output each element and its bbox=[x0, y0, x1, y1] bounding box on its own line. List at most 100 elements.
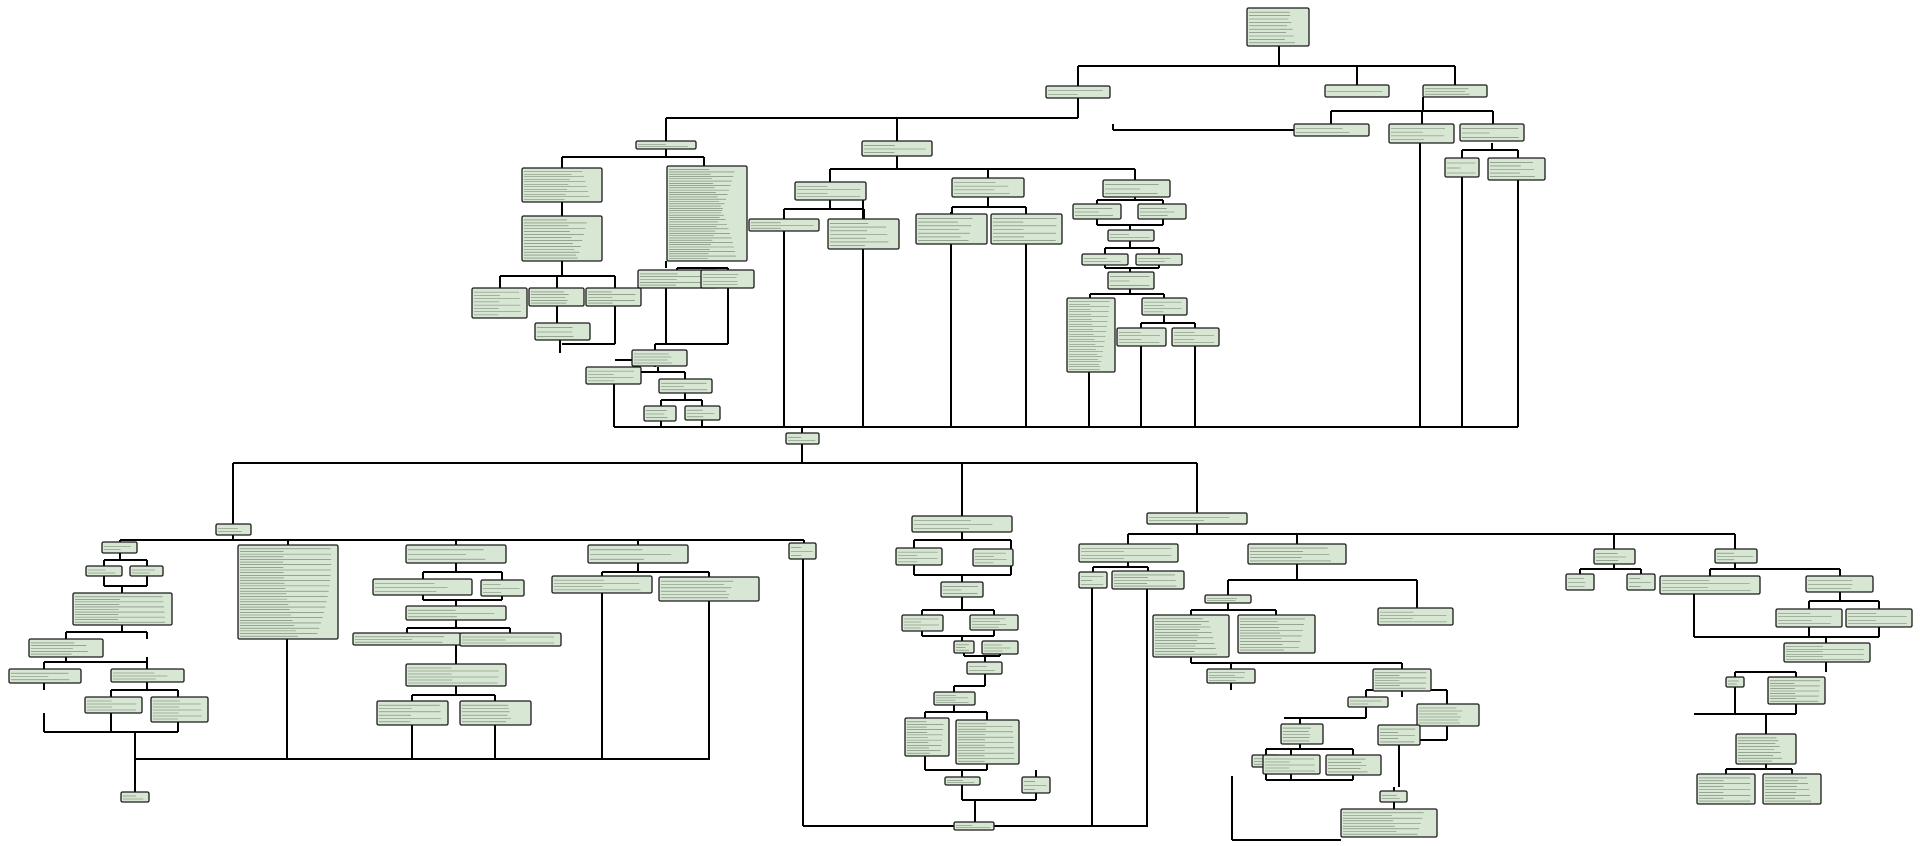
node-box bbox=[459, 700, 532, 726]
flow-node bbox=[405, 544, 507, 564]
flow-node bbox=[1081, 253, 1129, 266]
node-box bbox=[1725, 676, 1745, 688]
flow-node bbox=[459, 700, 532, 726]
flow-node bbox=[1146, 512, 1248, 525]
flow-node bbox=[1377, 724, 1421, 746]
flow-node bbox=[904, 717, 950, 757]
flow-node bbox=[1416, 703, 1480, 727]
node-box bbox=[1141, 297, 1188, 316]
flow-node bbox=[85, 565, 123, 577]
node-box bbox=[352, 632, 462, 646]
node-box bbox=[1206, 668, 1256, 684]
node-box bbox=[1246, 7, 1310, 47]
node-box bbox=[459, 632, 562, 647]
node-box bbox=[1102, 179, 1171, 198]
flow-node bbox=[1137, 203, 1187, 220]
node-box bbox=[635, 140, 697, 150]
node-box bbox=[904, 717, 950, 757]
node-box bbox=[1377, 724, 1421, 746]
flow-node bbox=[1325, 754, 1382, 776]
node-box bbox=[1107, 229, 1155, 242]
flow-node bbox=[953, 821, 995, 831]
flow-node bbox=[1324, 84, 1390, 98]
flow-node bbox=[827, 218, 900, 250]
flow-node bbox=[585, 366, 642, 385]
flow-node bbox=[911, 515, 1013, 533]
flow-node bbox=[72, 592, 173, 626]
flow-node bbox=[1444, 157, 1480, 178]
node-box bbox=[84, 696, 143, 714]
flow-node bbox=[1422, 84, 1488, 98]
node-box bbox=[120, 791, 150, 803]
node-box bbox=[1262, 754, 1321, 775]
flow-node bbox=[972, 548, 1014, 567]
node-box bbox=[1347, 696, 1389, 708]
node-box bbox=[1081, 253, 1129, 266]
flow-node bbox=[459, 632, 562, 647]
flow-node bbox=[1379, 790, 1408, 803]
node-box bbox=[1388, 123, 1455, 144]
node-box bbox=[1805, 575, 1874, 593]
node-box bbox=[1783, 642, 1871, 663]
node-box bbox=[1762, 773, 1822, 805]
node-box bbox=[953, 640, 975, 654]
flow-node bbox=[405, 605, 507, 621]
node-box bbox=[405, 663, 507, 687]
flow-node bbox=[895, 547, 943, 566]
flow-node bbox=[150, 696, 209, 723]
node-box bbox=[405, 544, 507, 564]
flow-node bbox=[1714, 548, 1758, 564]
flow-node bbox=[521, 167, 603, 203]
flow-node bbox=[915, 213, 988, 245]
flow-node bbox=[794, 181, 867, 201]
node-box bbox=[1021, 776, 1051, 794]
flow-node bbox=[1775, 608, 1843, 628]
node-box bbox=[658, 576, 760, 602]
node-box bbox=[1280, 723, 1324, 745]
node-box bbox=[1072, 203, 1122, 220]
node-box bbox=[1204, 594, 1252, 604]
node-box bbox=[1324, 84, 1390, 98]
flow-node bbox=[940, 581, 984, 598]
flow-node bbox=[684, 405, 721, 421]
node-box bbox=[471, 287, 528, 319]
flow-node bbox=[1762, 773, 1822, 805]
flow-node bbox=[955, 719, 1020, 765]
flow-node bbox=[534, 322, 591, 341]
node-box bbox=[933, 691, 976, 706]
flow-node bbox=[635, 140, 697, 150]
flow-node bbox=[110, 668, 185, 683]
node-box bbox=[953, 821, 995, 831]
node-box bbox=[1696, 773, 1756, 805]
node-box bbox=[1735, 733, 1797, 765]
flow-node bbox=[528, 287, 585, 307]
flow-node bbox=[551, 575, 653, 594]
flow-node bbox=[944, 776, 981, 786]
node-box bbox=[990, 213, 1063, 245]
flow-node bbox=[1078, 571, 1108, 589]
flow-node bbox=[120, 791, 150, 803]
node-box bbox=[1171, 327, 1220, 347]
flow-node bbox=[1845, 608, 1913, 628]
flow-node bbox=[1072, 203, 1122, 220]
flow-node bbox=[1725, 676, 1745, 688]
flow-node bbox=[372, 578, 473, 596]
node-box bbox=[480, 579, 525, 597]
flow-node bbox=[666, 165, 748, 262]
node-box bbox=[1459, 123, 1525, 142]
node-box bbox=[72, 592, 173, 626]
flow-node bbox=[587, 544, 689, 564]
flow-node bbox=[631, 349, 688, 367]
node-box bbox=[794, 181, 867, 201]
flow-node bbox=[1696, 773, 1756, 805]
node-box bbox=[237, 544, 339, 640]
node-box bbox=[684, 405, 721, 421]
flow-node bbox=[1659, 575, 1761, 595]
flow-node bbox=[237, 544, 339, 640]
node-box bbox=[785, 432, 820, 445]
node-box bbox=[1152, 614, 1230, 658]
node-box bbox=[658, 378, 713, 394]
flow-node bbox=[1388, 123, 1455, 144]
flow-node bbox=[1735, 733, 1797, 765]
flow-node bbox=[8, 668, 82, 684]
